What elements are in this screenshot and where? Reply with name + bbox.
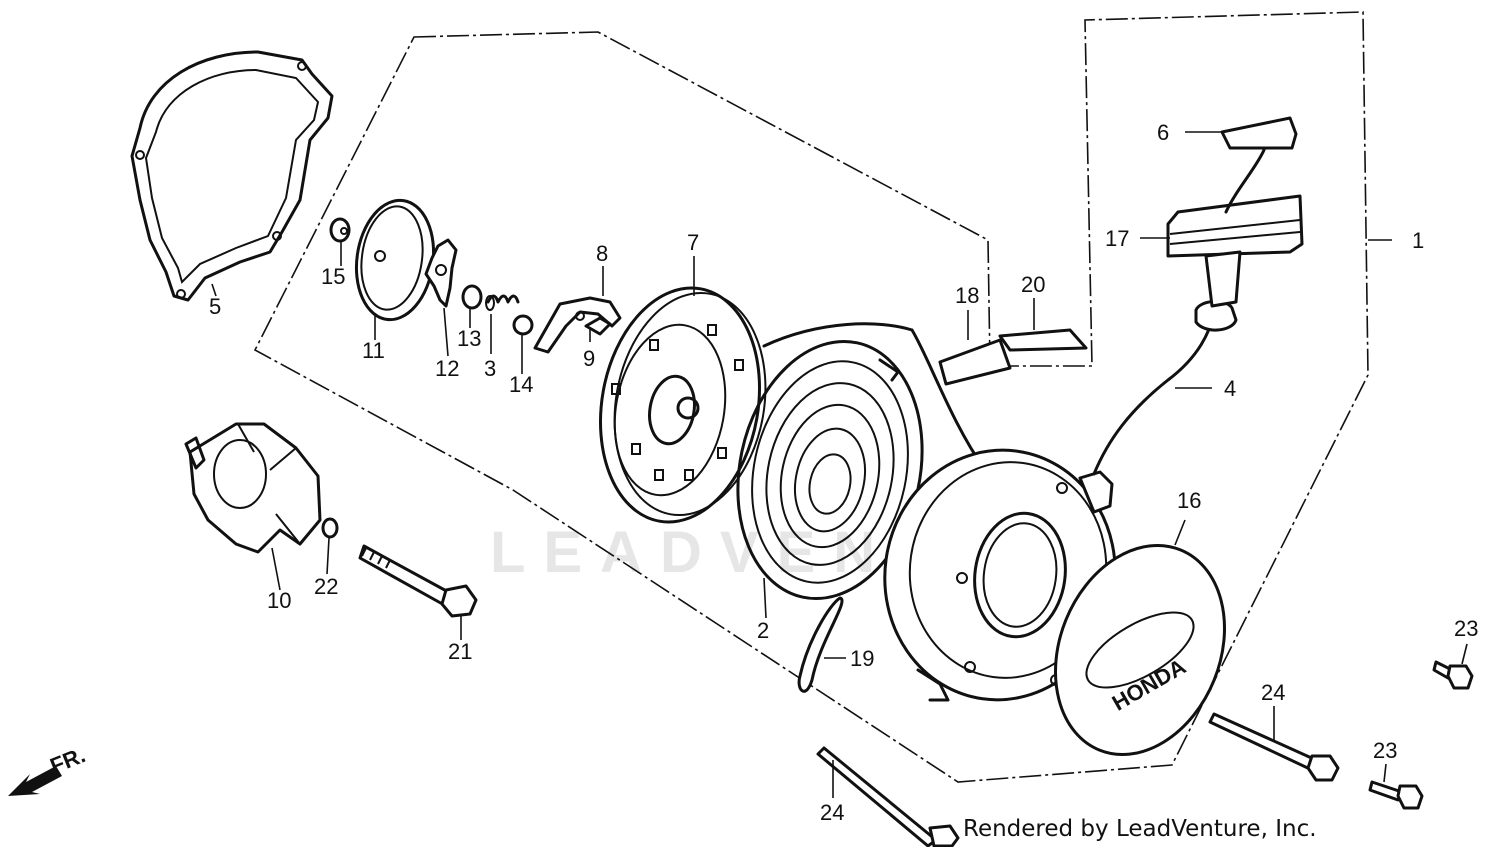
callout-14: 14 xyxy=(509,372,533,397)
spring-part-9 xyxy=(584,316,612,336)
callout-8: 8 xyxy=(596,241,608,266)
callout-15: 15 xyxy=(321,264,345,289)
bolt-part-21 xyxy=(358,544,478,618)
callout-17: 17 xyxy=(1105,226,1129,251)
bolt-part-23-upper xyxy=(1432,660,1474,690)
callout-22: 22 xyxy=(314,574,338,599)
cover-plate-part-16: HONDA xyxy=(1054,543,1226,757)
spring-part-13 xyxy=(461,284,483,310)
reel-group-boundary xyxy=(253,11,1369,783)
callout-23-upper: 23 xyxy=(1454,616,1478,641)
callout-12: 12 xyxy=(435,356,459,381)
callout-21: 21 xyxy=(448,639,472,664)
collar-part-14 xyxy=(512,314,534,336)
callout-10: 10 xyxy=(267,588,291,613)
callout-20: 20 xyxy=(1021,272,1045,297)
rope-part-4 xyxy=(1092,300,1238,476)
pulley-part-10 xyxy=(184,422,322,554)
bolt-part-24-left xyxy=(816,746,960,847)
callout-23-lower: 23 xyxy=(1373,738,1397,763)
starter-case-part-1 xyxy=(883,448,1117,702)
ratchet-part-8 xyxy=(533,296,622,354)
label-part-18 xyxy=(938,338,1012,386)
bolt-part-23-lower xyxy=(1368,780,1424,810)
grip-cap-part-6 xyxy=(1220,116,1298,150)
callout-13: 13 xyxy=(457,326,481,351)
seal-strip-part-19 xyxy=(797,596,844,693)
spring-part-3 xyxy=(485,294,520,311)
reel-part-7 xyxy=(598,286,767,524)
direction-label: FR. xyxy=(47,742,89,778)
callout-5: 5 xyxy=(209,294,221,319)
callout-numbers: 1 2 3 4 5 6 7 8 9 10 11 12 13 14 15 16 1… xyxy=(209,120,1478,825)
front-direction-arrow: FR. xyxy=(8,742,89,796)
callout-6: 6 xyxy=(1157,120,1169,145)
credit-line: Rendered by LeadVenture, Inc. xyxy=(963,816,1317,842)
starter-rope xyxy=(762,322,987,472)
callout-9: 9 xyxy=(583,346,595,371)
callout-11: 11 xyxy=(362,338,385,363)
callout-18: 18 xyxy=(955,283,979,308)
gasket-part-5 xyxy=(130,50,334,302)
friction-plate-part-11 xyxy=(354,198,436,322)
nut-part-15 xyxy=(329,217,351,243)
callout-2: 2 xyxy=(757,618,769,643)
grip-part-17 xyxy=(1166,148,1304,308)
ratchet-guide-part-12 xyxy=(424,238,458,308)
callout-7: 7 xyxy=(687,230,699,255)
leader-lines xyxy=(211,131,1468,798)
callout-1: 1 xyxy=(1412,228,1424,253)
washer-part-22 xyxy=(321,517,339,539)
callout-19: 19 xyxy=(850,646,874,671)
label-part-20 xyxy=(998,328,1088,352)
callout-16: 16 xyxy=(1177,488,1201,513)
bolt-part-24-right xyxy=(1208,712,1340,782)
callout-3: 3 xyxy=(484,356,496,381)
callout-24-right: 24 xyxy=(1261,680,1285,705)
callout-4: 4 xyxy=(1224,376,1236,401)
callout-24-left: 24 xyxy=(820,800,844,825)
